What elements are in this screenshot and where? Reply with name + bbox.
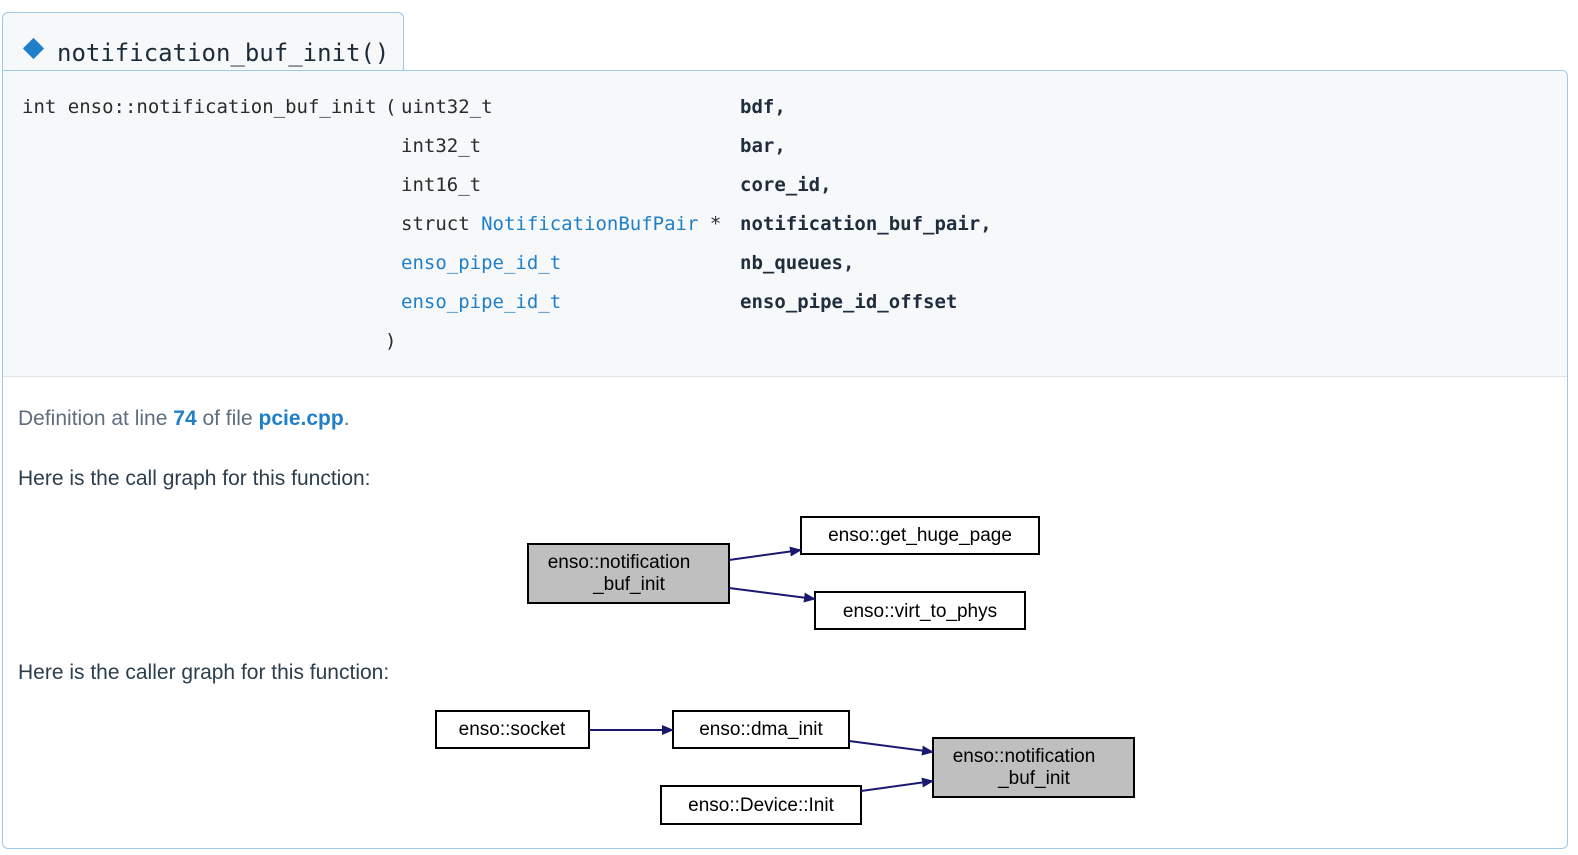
svg-text:enso::socket: enso::socket bbox=[459, 719, 566, 740]
param-name: notification_buf_pair, bbox=[740, 213, 992, 235]
caller-graph-node-root[interactable]: enso::notification _buf_init bbox=[932, 737, 1135, 798]
caller-graph: enso::socket enso::dma_init enso::Device… bbox=[435, 710, 1135, 825]
param-type: uint32_t bbox=[401, 96, 493, 118]
call-graph-node-root[interactable]: enso::notification _buf_init bbox=[527, 543, 730, 604]
member-title-tab: notification_buf_init() bbox=[2, 12, 404, 70]
member-item: int enso::notification_buf_init ( uint32… bbox=[2, 70, 1568, 849]
caller-graph-node-device-init[interactable]: enso::Device::Init bbox=[660, 785, 862, 825]
open-paren: ( bbox=[385, 96, 397, 118]
svg-text:enso::notification: enso::notification bbox=[953, 746, 1096, 767]
param-name: enso_pipe_id_offset bbox=[740, 291, 958, 313]
diamond-icon bbox=[22, 37, 45, 60]
param-type: enso_pipe_id_t bbox=[401, 293, 561, 312]
svg-text:enso::dma_init: enso::dma_init bbox=[699, 719, 823, 740]
call-graph: enso::notification _buf_init enso::get_h… bbox=[527, 516, 1040, 630]
caller-graph-node-socket[interactable]: enso::socket bbox=[435, 710, 590, 749]
file-link[interactable]: pcie.cpp bbox=[258, 407, 344, 430]
call-graph-heading: Here is the call graph for this function… bbox=[18, 467, 371, 490]
member-title: notification_buf_init() bbox=[57, 39, 390, 67]
line-link[interactable]: 74 bbox=[173, 407, 197, 430]
param-type: enso_pipe_id_t bbox=[401, 254, 561, 273]
call-graph-node-get-huge-page[interactable]: enso::get_huge_page bbox=[800, 516, 1040, 555]
svg-text:enso::notification: enso::notification bbox=[548, 552, 691, 573]
call-graph-node-virt-to-phys[interactable]: enso::virt_to_phys bbox=[814, 591, 1026, 630]
signature-prefix: int enso::notification_buf_init bbox=[22, 96, 377, 118]
param-name: bar, bbox=[740, 135, 786, 157]
param-name: bdf, bbox=[740, 96, 786, 118]
param-type: int16_t bbox=[401, 174, 482, 196]
svg-text:_buf_init: _buf_init bbox=[997, 768, 1071, 789]
type-link-enso-pipe-id-t[interactable]: enso_pipe_id_t bbox=[401, 252, 562, 274]
svg-text:enso::Device::Init: enso::Device::Init bbox=[688, 795, 834, 816]
svg-text:enso::get_huge_page: enso::get_huge_page bbox=[828, 525, 1012, 546]
param-type: int32_t bbox=[401, 135, 482, 157]
type-link-enso-pipe-id-t[interactable]: enso_pipe_id_t bbox=[401, 291, 562, 313]
param-name: core_id, bbox=[740, 174, 832, 196]
caller-graph-node-dma-init[interactable]: enso::dma_init bbox=[672, 710, 850, 749]
svg-text:enso::virt_to_phys: enso::virt_to_phys bbox=[843, 601, 997, 622]
definition-line: Definition at line 74 of file pcie.cpp. bbox=[18, 407, 350, 430]
type-link-notificationbufpair[interactable]: NotificationBufPair bbox=[481, 213, 699, 235]
caller-graph-heading: Here is the caller graph for this functi… bbox=[18, 661, 390, 684]
param-type: struct NotificationBufPair * bbox=[401, 213, 722, 235]
param-name: nb_queues, bbox=[740, 252, 855, 274]
close-paren: ) bbox=[385, 330, 397, 352]
svg-text:_buf_init: _buf_init bbox=[592, 574, 666, 595]
member-prototype: int enso::notification_buf_init ( uint32… bbox=[3, 71, 1567, 377]
